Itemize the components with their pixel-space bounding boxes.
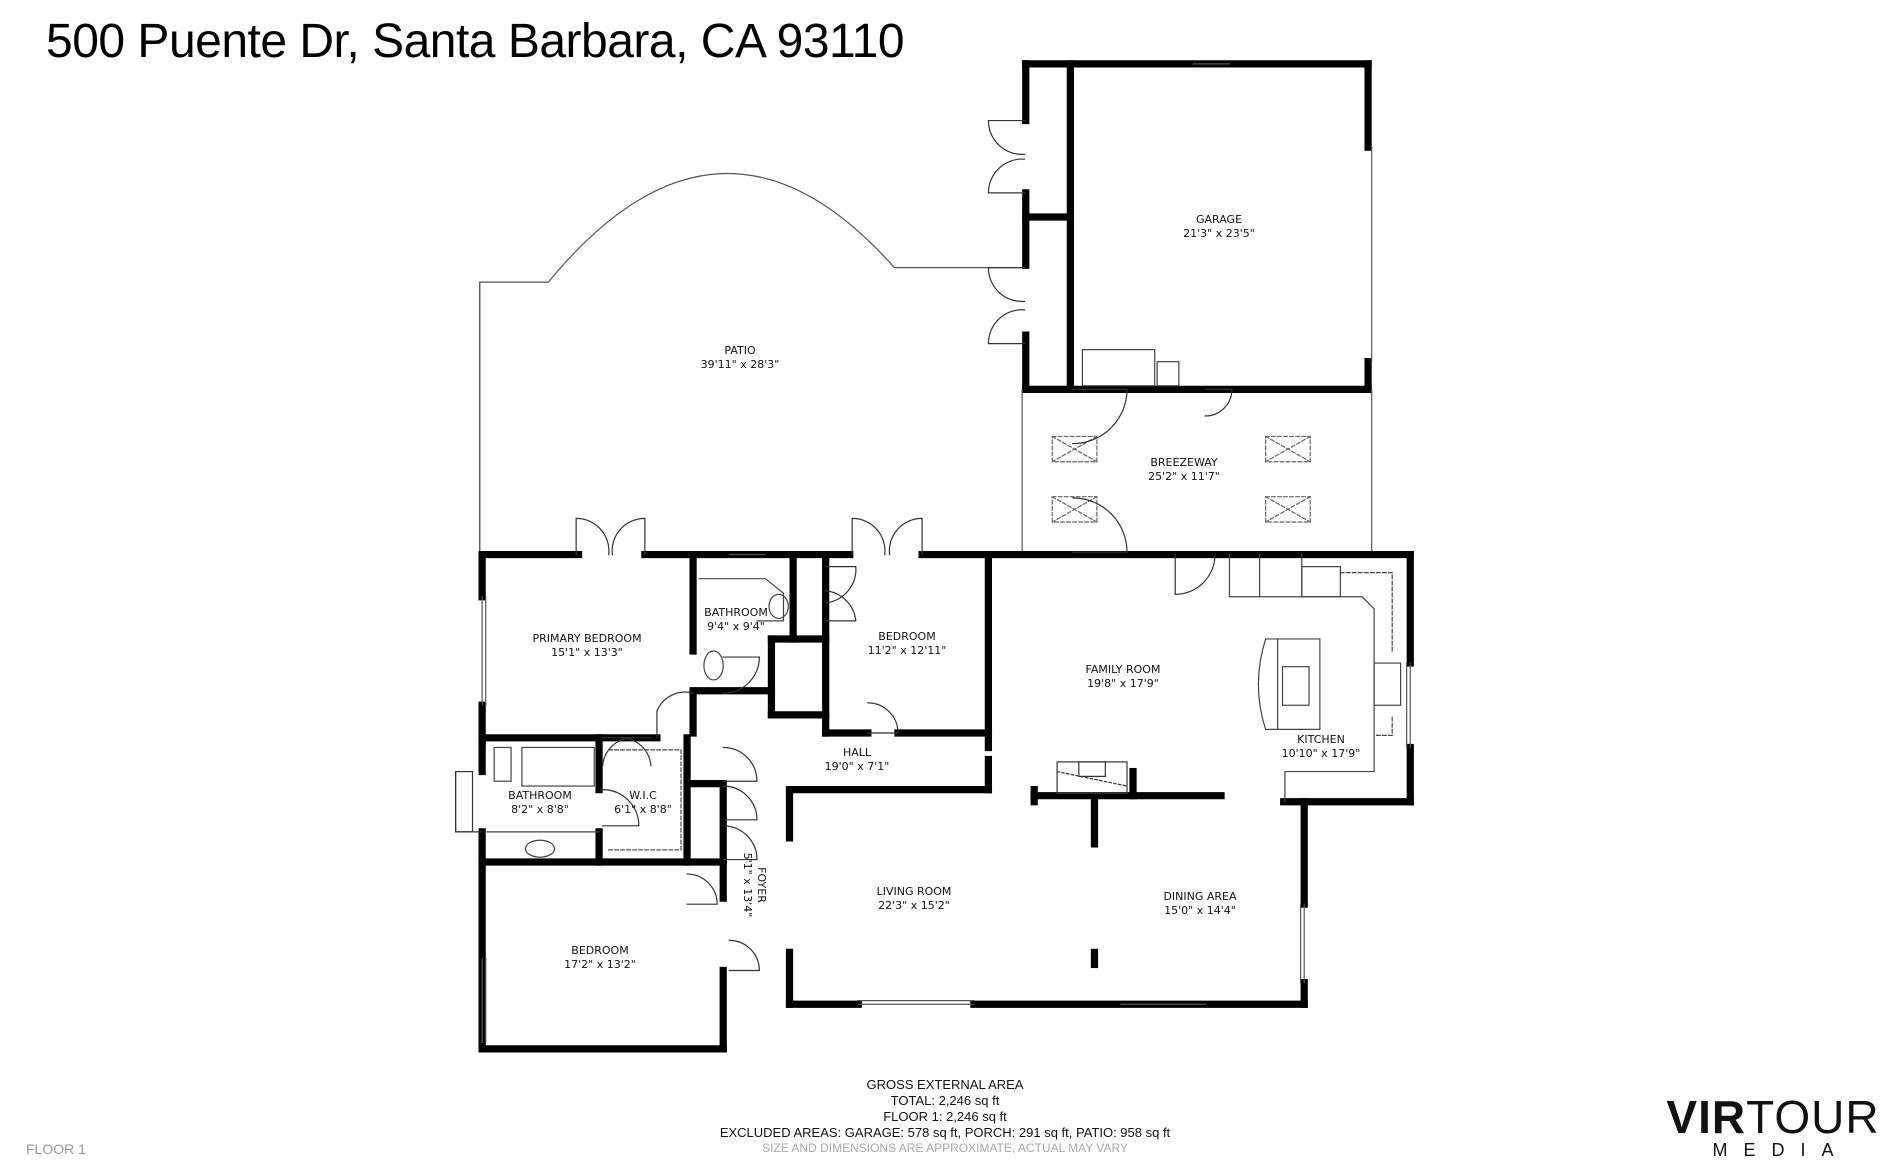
windows [481,63,1411,1044]
room-name: KITCHEN [1297,733,1345,746]
room-dims: 17'2" x 13'2" [564,958,636,971]
room-name: PRIMARY BEDROOM [532,632,642,645]
breezeway-outline [1021,388,1373,553]
excluded-areas: EXCLUDED AREAS: GARAGE: 578 sq ft, PORCH… [719,1125,1171,1140]
logo-sub: MEDIA [1712,1140,1850,1160]
room-dims: 21'3" x 23'5" [1183,227,1255,240]
logo-brand: VIRTOUR [1662,1094,1884,1140]
room-dims: 5'1" x 13'4" [741,852,754,918]
bath-fixtures [486,349,1180,858]
room-name: BATHROOM [508,789,572,802]
room-dims: 9'4" x 9'4" [707,620,765,633]
room-name: BREEZEWAY [1150,456,1218,469]
room-dims: 15'0" x 14'4" [1164,904,1236,917]
room-name: LIVING ROOM [876,885,952,898]
logo-brand-light: TOUR [1746,1091,1880,1143]
room-dims: 19'8" x 17'9" [1087,677,1159,690]
room-dims: 39'11" x 28'3" [700,358,780,371]
room-name: BEDROOM [878,630,936,643]
room-name: BATHROOM [704,606,768,619]
room-name: PATIO [724,344,756,357]
patio-outline [479,173,1026,556]
room-dims: 15'1" x 13'3" [551,646,623,659]
disclaimer: SIZE AND DIMENSIONS ARE APPROXIMATE, ACT… [762,1141,1128,1155]
floor-label: FLOOR 1 [26,1141,86,1157]
virtour-logo: VIRTOUR MEDIA [1662,1094,1884,1161]
exterior-walls [478,550,1414,1053]
logo-brand-bold: VIR [1666,1091,1747,1143]
doors [455,119,1233,972]
room-dims: 11'2" x 12'11" [867,644,947,657]
room-name: GARAGE [1195,213,1243,226]
page-title: 500 Puente Dr, Santa Barbara, CA 93110 [46,15,905,68]
room-dims: 22'3" x 15'2" [878,899,950,912]
room-name: BEDROOM [571,944,629,957]
room-dims: 25'2" x 11'7" [1148,470,1220,483]
room-name: W.I.C [629,789,657,802]
total-area: TOTAL: 2,246 sq ft [890,1093,1000,1108]
gross-area-heading: GROSS EXTERNAL AREA [866,1077,1024,1092]
floor1-area: FLOOR 1: 2,246 sq ft [883,1109,1007,1124]
room-name: HALL [842,746,872,759]
room-name: DINING AREA [1163,890,1237,903]
room-dims: 19'0" x 7'1" [824,760,890,773]
room-dims: 6'1" x 8'8" [614,803,672,816]
room-dims: 8'2" x 8'8" [511,803,569,816]
room-name: FAMILY ROOM [1085,663,1161,676]
room-name: FOYER [755,867,768,903]
kitchen-cabinets [1228,553,1402,803]
fireplace [1056,761,1128,794]
room-dims: 10'10" x 17'9" [1281,747,1361,760]
